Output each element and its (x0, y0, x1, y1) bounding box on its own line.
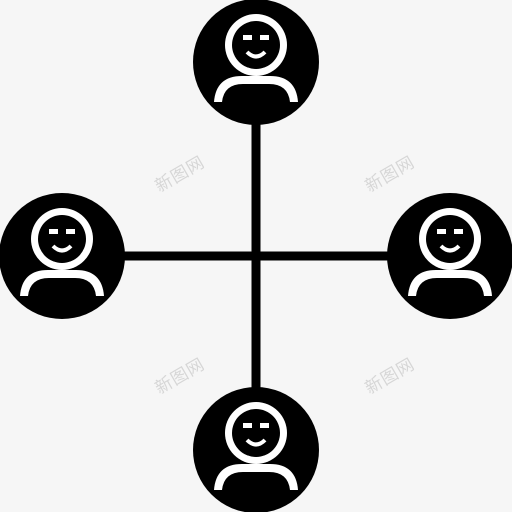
person-node-bottom (193, 387, 319, 512)
person-node-right (387, 193, 512, 319)
person-node-top (193, 0, 319, 125)
network-links (120, 118, 392, 392)
person-node-left (0, 193, 125, 319)
